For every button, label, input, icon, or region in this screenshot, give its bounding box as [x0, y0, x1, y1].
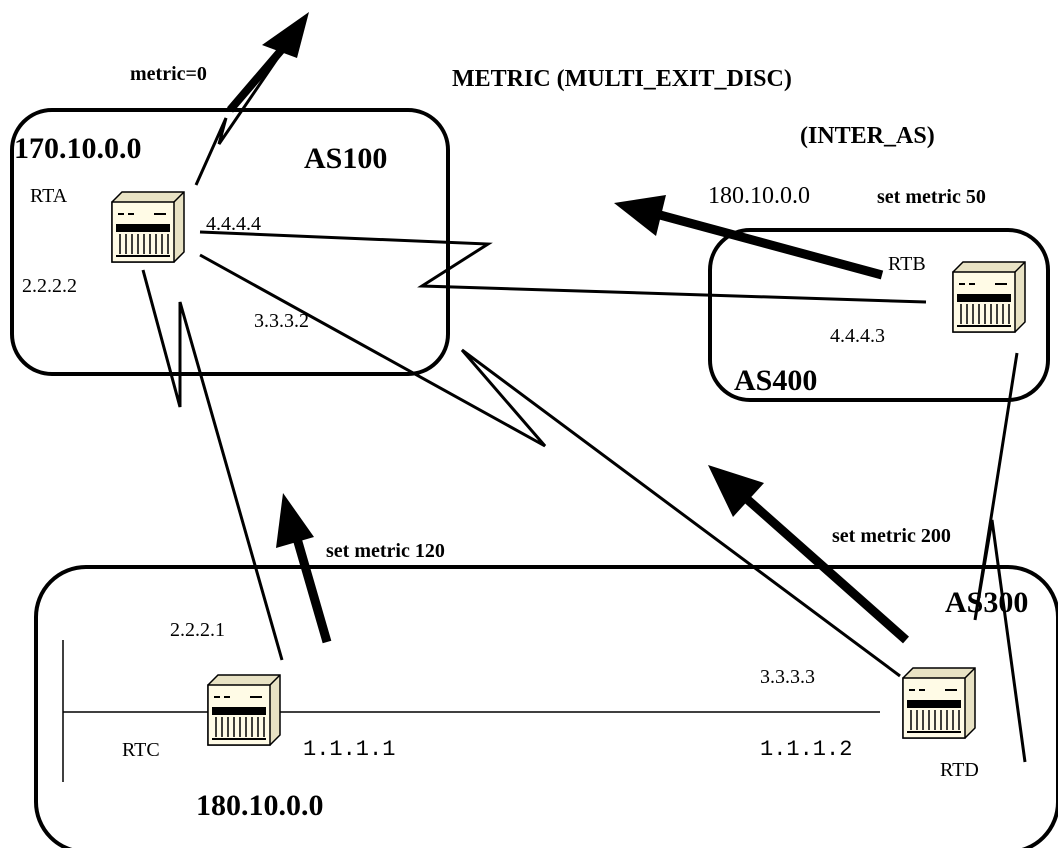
advertised-network-label: 180.10.0.0	[708, 183, 810, 209]
rtc-lan-address: 1.1.1.1	[303, 737, 395, 762]
link-rtb-rtd	[973, 352, 1027, 763]
rtd-name: RTD	[940, 759, 979, 781]
as300-boundary	[34, 565, 1058, 848]
rta-rtb-address: 4.4.4.4	[206, 213, 261, 235]
diagram-title: METRIC (MULTI_EXIT_DISC)	[452, 66, 792, 92]
router-icon-rtc[interactable]	[207, 674, 281, 746]
rtb-advertise-arrow	[614, 195, 884, 280]
rtc-advertise-arrow	[276, 493, 332, 644]
rtd-lan-address: 1.1.1.2	[760, 737, 852, 762]
rtb-rta-address: 4.4.4.3	[830, 325, 885, 347]
diagram-subtitle: (INTER_AS)	[800, 123, 935, 149]
rta-name: RTA	[30, 185, 68, 207]
rtc-set-metric-label: set metric 120	[326, 540, 445, 562]
rta-rtc-address: 2.2.2.2	[22, 275, 77, 297]
as100-network-label: 170.10.0.0	[14, 132, 142, 165]
rtd-rta-address: 3.3.3.3	[760, 666, 815, 688]
as400-boundary	[708, 228, 1050, 402]
router-icon-rta[interactable]	[111, 191, 185, 263]
rtb-set-metric-label: set metric 50	[877, 186, 986, 208]
link-rta-rtc	[141, 269, 284, 661]
rtc-rta-address: 2.2.2.1	[170, 619, 225, 641]
link-rta-rtb	[199, 230, 927, 304]
router-icon-rtb[interactable]	[952, 261, 1026, 333]
as300-label: AS300	[945, 586, 1028, 619]
metric-0-arrow	[194, 12, 309, 186]
as300-network-label: 180.10.0.0	[196, 789, 324, 822]
metric-0-label: metric=0	[130, 63, 207, 85]
as100-label: AS100	[304, 142, 387, 175]
rtb-name: RTB	[888, 253, 926, 275]
rtd-set-metric-label: set metric 200	[832, 525, 951, 547]
rtc-name: RTC	[122, 739, 160, 761]
rtd-advertise-arrow	[708, 465, 909, 644]
as400-label: AS400	[734, 364, 817, 397]
link-rta-rtd	[199, 253, 901, 678]
router-icon-rtd[interactable]	[902, 667, 976, 739]
rta-rtd-address: 3.3.3.2	[254, 310, 309, 332]
